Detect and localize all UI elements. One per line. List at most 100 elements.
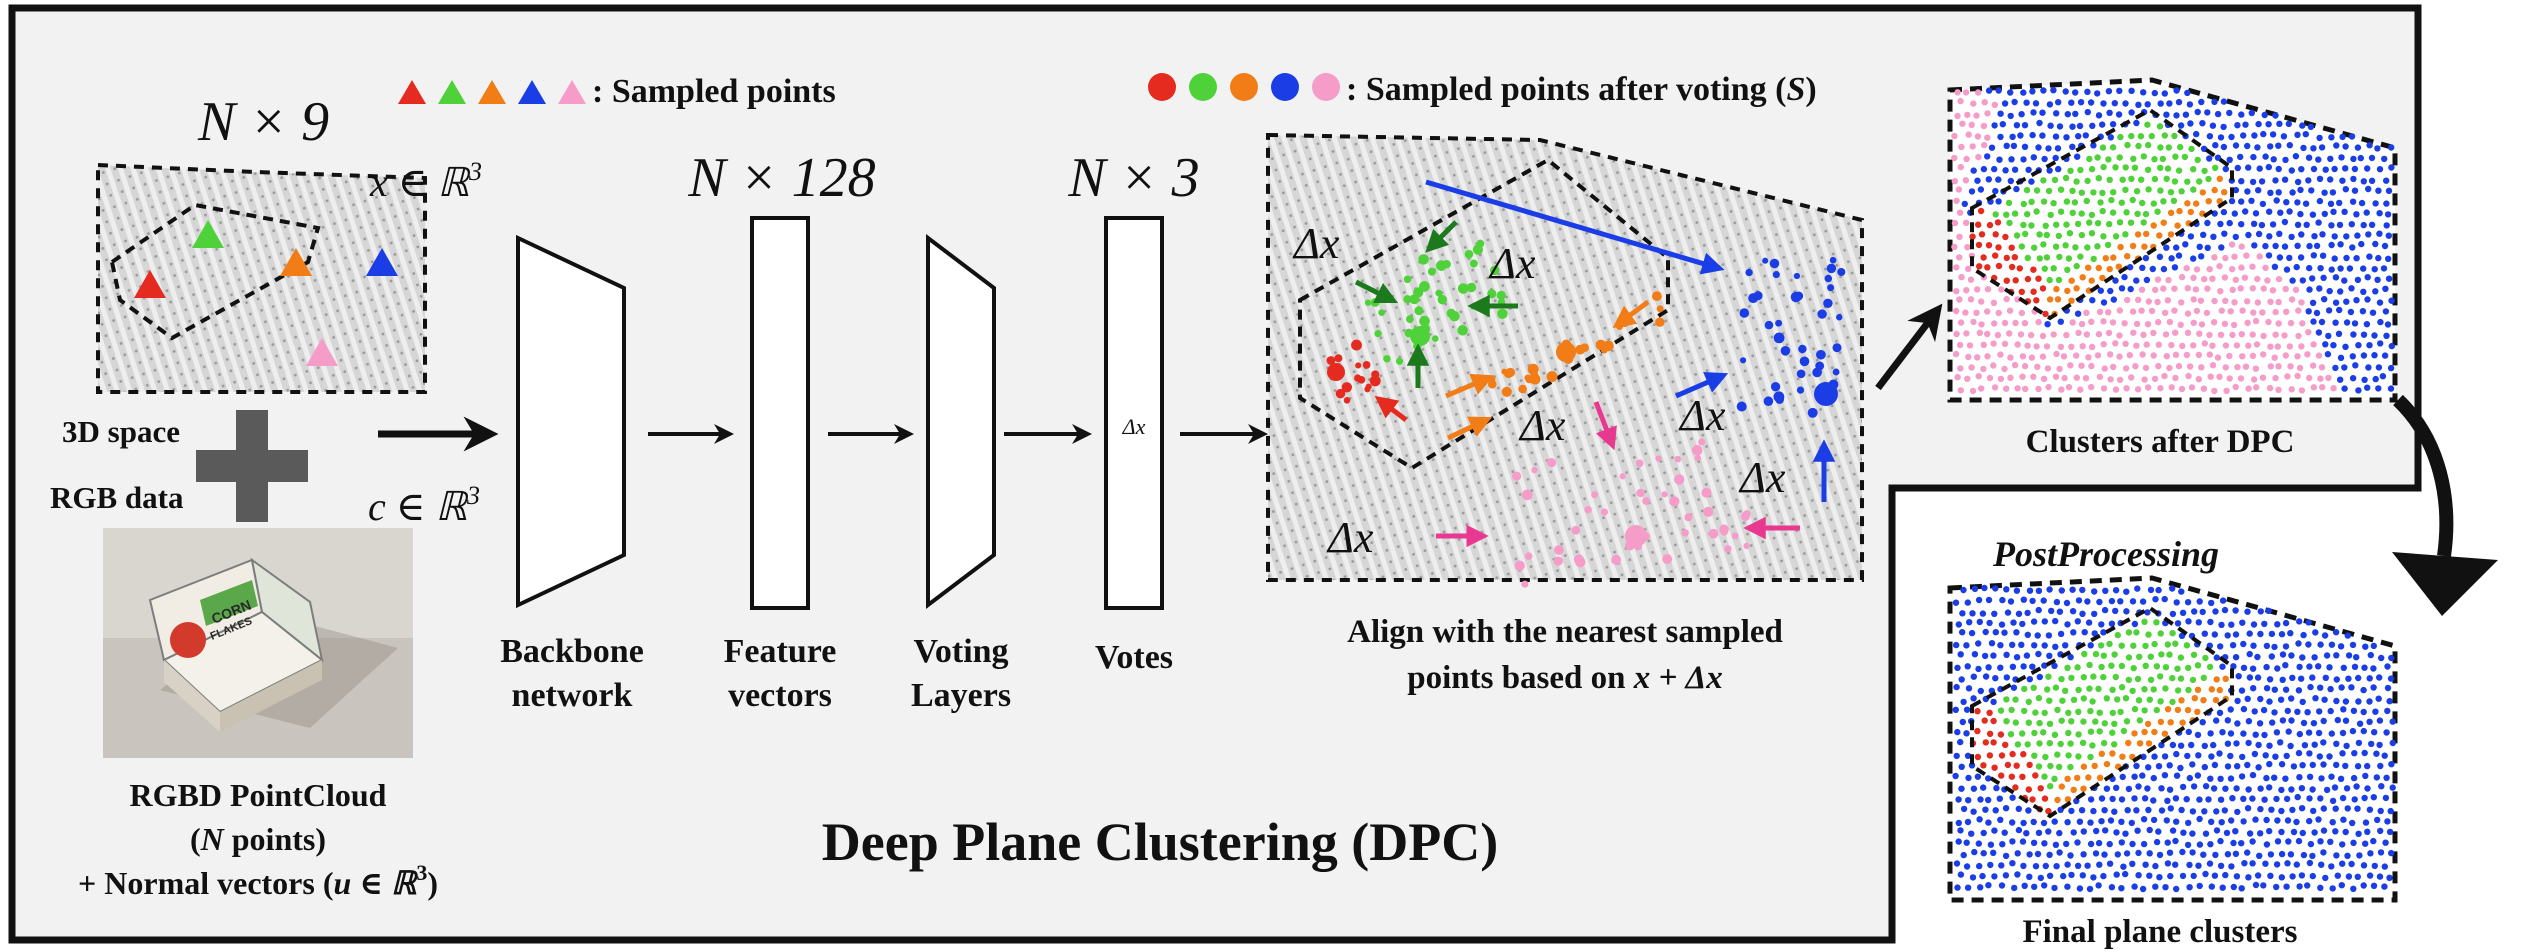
cluster-point-orange <box>2119 753 2126 760</box>
cluster-point-green <box>2169 698 2176 706</box>
cluster-point-pink <box>1980 122 1988 130</box>
cluster-point-red <box>1990 717 1997 725</box>
cluster-point-blue <box>2387 675 2395 682</box>
cluster-point-blue <box>2298 872 2306 879</box>
cluster-point-blue <box>2051 884 2058 892</box>
cluster-point-blue <box>2199 120 2206 127</box>
cluster-point-blue <box>2375 187 2382 194</box>
cluster-point-blue <box>2340 664 2347 671</box>
voted-pink-center <box>1625 525 1647 547</box>
cluster-point-blue <box>2321 632 2329 639</box>
cluster-point-green <box>2169 630 2176 637</box>
cluster-point-orange <box>2064 796 2072 803</box>
cluster-point-blue <box>2202 870 2209 878</box>
cluster-point-pink <box>2259 374 2267 381</box>
cluster-point-red <box>1982 739 1990 746</box>
cluster-point-blue <box>2101 851 2108 858</box>
cluster-point-blue <box>2240 818 2247 825</box>
cluster-point-blue <box>2090 142 2097 149</box>
cluster-point-pink <box>2193 307 2201 315</box>
cluster-point-pink <box>1957 365 1964 372</box>
cluster-point-blue <box>2341 364 2348 371</box>
cluster-point-pink <box>2107 351 2114 358</box>
cluster-point-green <box>2157 164 2164 171</box>
cluster-point-green <box>2162 685 2169 692</box>
cluster-point-blue <box>2267 189 2274 196</box>
cluster-point-green <box>2125 629 2133 636</box>
cluster-point-blue <box>2069 608 2077 615</box>
cluster-point-blue <box>2155 586 2162 594</box>
cluster-point-blue <box>2366 718 2373 725</box>
cluster-point-green <box>2028 222 2035 229</box>
align-point-pink <box>1514 560 1525 571</box>
align-point-orange <box>1600 346 1608 354</box>
cluster-point-blue <box>2060 872 2067 880</box>
cluster-point-pink <box>2155 362 2162 370</box>
cluster-point-green <box>2141 707 2148 714</box>
cluster-point-blue <box>2299 762 2306 769</box>
cluster-point-pink <box>2166 318 2174 326</box>
cluster-point-blue <box>2354 276 2362 284</box>
cluster-point-green <box>2065 709 2072 716</box>
cluster-point-blue <box>2151 753 2158 760</box>
cluster-point-red <box>2024 275 2032 283</box>
cluster-point-blue <box>2350 707 2358 714</box>
cluster-point-blue <box>2307 683 2314 691</box>
cluster-point-red <box>2030 288 2037 295</box>
cluster-point-blue <box>2242 121 2249 128</box>
cluster-point-orange <box>2125 739 2132 747</box>
cluster-point-blue <box>2371 332 2378 339</box>
cluster-point-blue <box>2377 849 2385 856</box>
cluster-point-red <box>2035 275 2042 282</box>
rgb-data-label: RGB data <box>50 480 184 515</box>
cluster-point-blue <box>2123 608 2130 615</box>
cluster-point-blue <box>2079 586 2086 594</box>
cluster-point-green <box>2068 718 2075 725</box>
cluster-point-blue <box>2341 208 2348 215</box>
cluster-point-blue <box>2272 753 2279 760</box>
cluster-point-blue <box>2129 860 2136 867</box>
cluster-point-blue <box>1991 165 1998 173</box>
cluster-point-blue <box>2015 826 2023 834</box>
cluster-point-pink <box>2249 263 2256 270</box>
cluster-point-blue <box>2209 122 2217 129</box>
cluster-point-blue <box>1981 584 1988 592</box>
cluster-point-blue <box>1997 664 2004 671</box>
cluster-point-blue <box>2195 752 2202 759</box>
cluster-point-blue <box>2364 296 2371 303</box>
cluster-point-blue <box>2238 773 2246 780</box>
cluster-point-blue <box>2149 265 2156 273</box>
cluster-point-blue <box>2360 708 2367 716</box>
cluster-point-blue <box>2347 308 2355 316</box>
cluster-point-pink <box>2033 343 2040 350</box>
align-point-orange <box>1488 375 1496 383</box>
cluster-point-green <box>2161 132 2168 139</box>
cluster-point-blue <box>2098 621 2105 628</box>
cluster-point-blue <box>2173 750 2180 758</box>
cluster-point-blue <box>2139 598 2147 605</box>
cluster-point-blue <box>2361 376 2368 383</box>
cluster-point-green <box>2142 662 2149 669</box>
cluster-point-blue <box>2349 353 2356 360</box>
cluster-point-blue <box>1958 763 1965 770</box>
cluster-point-blue <box>2095 882 2102 889</box>
cluster-point-pink <box>2151 375 2159 382</box>
cluster-point-blue <box>2092 850 2100 857</box>
cluster-point-blue <box>2298 166 2305 173</box>
cluster-point-blue <box>2139 264 2146 271</box>
cluster-point-blue <box>2295 640 2302 647</box>
cluster-point-blue <box>2374 276 2381 283</box>
cluster-point-green <box>2181 153 2189 161</box>
cluster-point-blue <box>2014 871 2021 878</box>
cluster-point-green <box>2025 698 2033 705</box>
voted-blue-center <box>1814 382 1838 406</box>
cluster-point-blue <box>2064 883 2071 890</box>
cluster-point-pink <box>1978 298 1985 305</box>
cluster-point-pink <box>2253 341 2261 348</box>
cluster-point-green <box>2088 230 2096 237</box>
cluster-point-blue <box>2263 685 2271 692</box>
dot-red-icon <box>1148 73 1176 101</box>
align-point-green <box>1466 282 1477 293</box>
cluster-point-green <box>2086 155 2093 163</box>
align-point-green <box>1409 294 1420 305</box>
